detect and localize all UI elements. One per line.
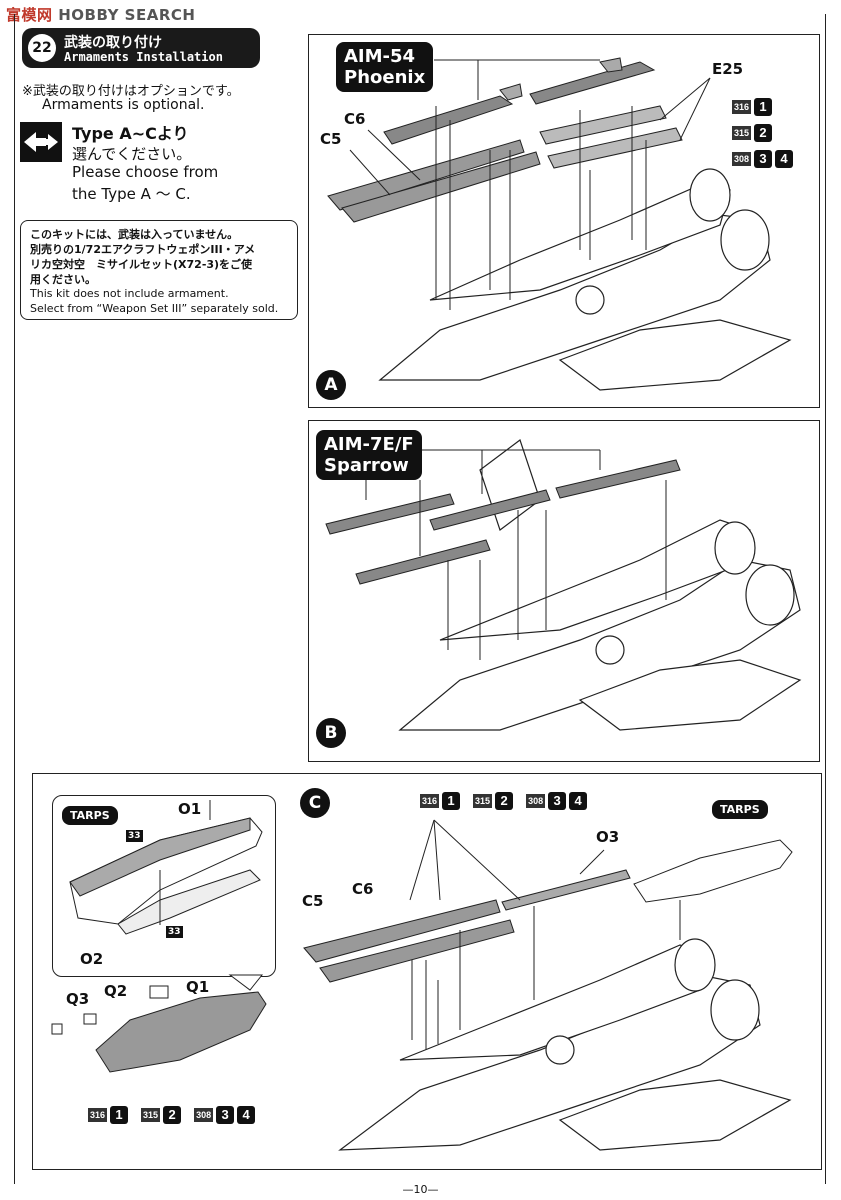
kit-note-en-1: This kit does not include armament.	[30, 287, 229, 300]
part-badge-33-a: 33	[126, 830, 143, 842]
part-c6-c: C6	[352, 880, 374, 898]
type-choice-jp-1: Type A~Cより	[72, 124, 189, 143]
choose-arrows-icon	[20, 122, 62, 162]
step-number: 22	[28, 34, 56, 62]
part-c6-a: C6	[344, 110, 366, 128]
watermark-text: HOBBY SEARCH	[58, 6, 196, 24]
page-frame	[14, 14, 826, 1184]
panel-b-missile-label: AIM-7E/F Sparrow	[316, 430, 422, 480]
panel-b-missile-line1: AIM-7E/F	[324, 434, 414, 455]
part-c5-a: C5	[320, 130, 342, 148]
kit-note-jp-2: 別売りの1/72エアクラフトウェポンIII・アメ	[30, 243, 256, 256]
step-header	[22, 28, 260, 68]
type-choice-en-2: the Type A ～ C.	[72, 185, 191, 203]
kit-note-en-2: Select from “Weapon Set III” separately …	[30, 302, 279, 315]
watermark-cjk: 富模网	[6, 6, 53, 24]
panel-b-missile-line2: Sparrow	[324, 455, 409, 476]
part-o2: O2	[80, 950, 104, 968]
kit-note-box	[20, 220, 298, 320]
part-badge-33-b: 33	[166, 926, 183, 938]
step-title-en: Armaments Installation	[64, 50, 223, 64]
part-q3: Q3	[66, 990, 90, 1008]
tarps-inset-label: TARPS	[62, 806, 118, 825]
page-number: —10—	[402, 1183, 439, 1196]
watermark: 富模网 HOBBY SEARCH	[6, 4, 195, 25]
step-title-jp: 武装の取り付け	[64, 35, 162, 51]
part-c5-c: C5	[302, 892, 324, 910]
optional-note-jp: ※武装の取り付けはオプションです。	[22, 84, 240, 99]
panel-a-missile-line1: AIM-54	[344, 46, 416, 67]
panel-a-missile-label: AIM-54 Phoenix	[336, 42, 434, 92]
kit-note-jp-3: リカ空対空 ミサイルセット(X72-3)をご使	[30, 258, 253, 271]
kit-note-jp-1: このキットには、武装は入っていません。	[30, 228, 239, 241]
kit-note-jp-4: 用ください。	[30, 273, 96, 286]
part-o1: O1	[178, 800, 202, 818]
part-o3: O3	[596, 828, 620, 846]
optional-note-en: Armaments is optional.	[42, 97, 205, 113]
tarps-main-label: TARPS	[712, 800, 768, 819]
part-q2: Q2	[104, 982, 128, 1000]
panel-a-missile-line2: Phoenix	[344, 67, 426, 88]
panel-c-letter: C	[300, 788, 330, 818]
part-q1: Q1	[186, 978, 210, 996]
part-e25-a: E25	[712, 60, 744, 78]
panel-b-letter: B	[316, 718, 346, 748]
panel-a-letter: A	[316, 370, 346, 400]
type-choice-en-1: Please choose from	[72, 163, 219, 181]
type-choice-jp-2: 選んでください。	[72, 145, 192, 163]
